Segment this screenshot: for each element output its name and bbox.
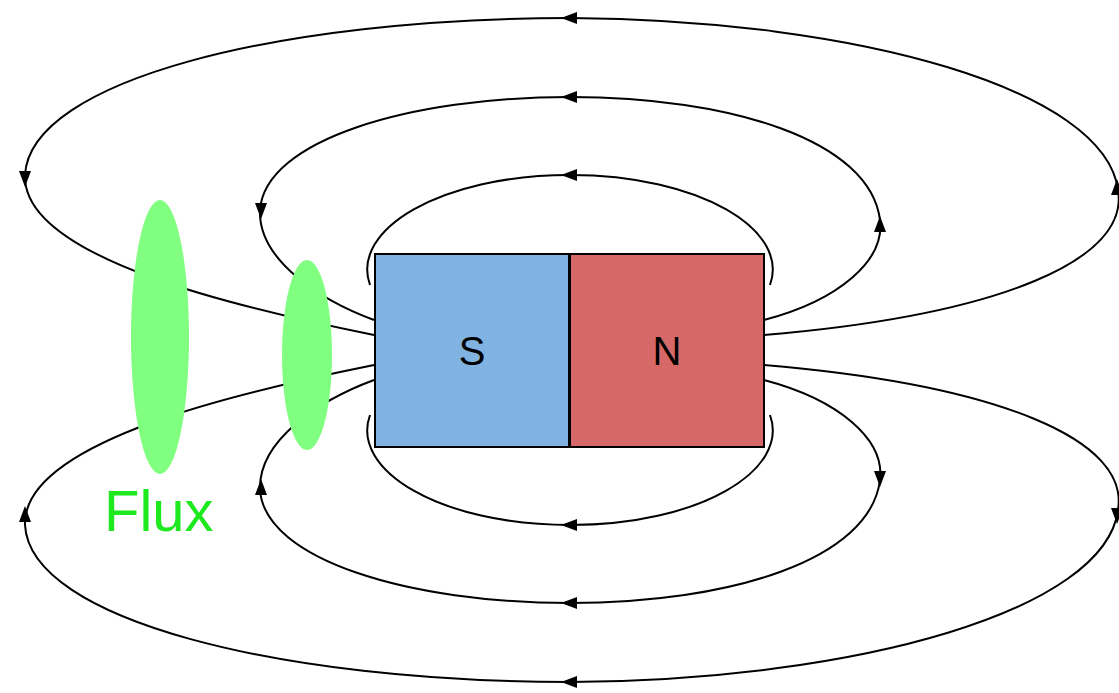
arrowhead <box>255 479 267 495</box>
pole-letter: S <box>459 329 486 373</box>
arrowhead <box>561 169 577 181</box>
arrowhead <box>1111 179 1119 195</box>
arrowhead <box>19 506 31 522</box>
flux-label: Flux <box>104 482 214 540</box>
flux-ellipse <box>282 260 332 450</box>
flux-regions <box>131 200 332 474</box>
magnet-pole: S <box>374 253 570 448</box>
arrowhead <box>561 676 577 688</box>
arrowhead <box>561 12 577 24</box>
arrowhead <box>19 171 31 187</box>
arrowhead <box>874 216 886 232</box>
arrowhead <box>561 91 577 103</box>
arrowhead <box>561 519 577 531</box>
field-arrows <box>19 12 1119 688</box>
arrowhead <box>874 471 886 487</box>
arrowhead <box>1111 508 1119 524</box>
arrowhead <box>561 597 577 609</box>
pole-letter: N <box>653 329 682 373</box>
magnet-pole: N <box>569 253 765 448</box>
field-lines <box>25 18 1119 682</box>
flux-ellipse <box>131 200 189 474</box>
arrowhead <box>255 203 267 219</box>
